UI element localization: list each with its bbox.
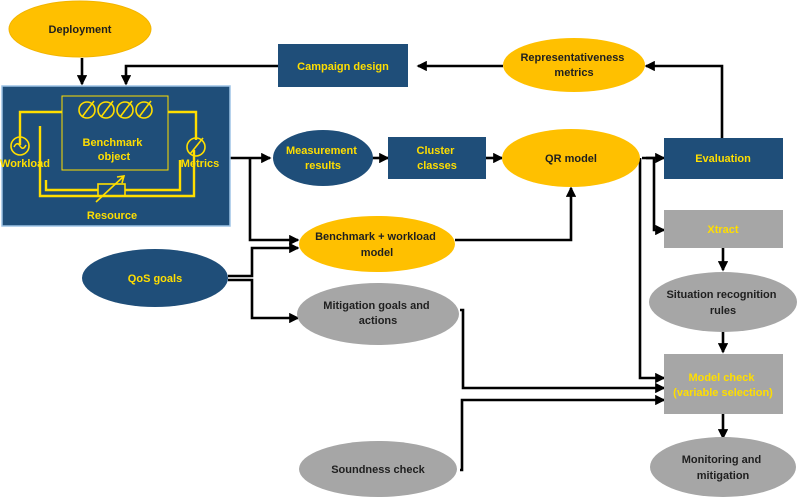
svg-text:Measurement results: Measurement results bbox=[286, 145, 360, 172]
arrow-metrics-to-bwmodel bbox=[248, 158, 300, 246]
metrics-label: Metrics bbox=[181, 158, 220, 170]
measurement-results-node: Measurement results bbox=[273, 130, 373, 186]
svg-text:Campaign design: Campaign design bbox=[297, 61, 389, 73]
model-check-node: Model check (variable selection) bbox=[664, 354, 783, 414]
dial-gauge-icons bbox=[78, 100, 153, 119]
svg-text:Deployment: Deployment bbox=[49, 24, 112, 36]
monitoring-mitigation-node: Monitoring and mitigation bbox=[650, 437, 796, 497]
xtract-node: Xtract bbox=[664, 210, 783, 248]
qos-goals-node: QoS goals bbox=[82, 249, 228, 307]
metrics-gauge-icon bbox=[186, 137, 206, 157]
svg-text:Representativeness metri: Representativeness metrics bbox=[520, 52, 627, 79]
svg-text:Mitigation goals and act: Mitigation goals and actions bbox=[323, 300, 432, 327]
connectors bbox=[76, 58, 729, 472]
svg-text:Xtract: Xtract bbox=[707, 224, 739, 236]
campaign-design-node: Campaign design bbox=[278, 44, 408, 87]
workload-source-icon bbox=[10, 136, 30, 156]
workload-label: Workload bbox=[0, 158, 50, 170]
svg-text:Cluster classes: Cluster classes bbox=[417, 145, 458, 172]
cluster-classes-node: Cluster classes bbox=[388, 137, 486, 179]
svg-text:Benchmark + workload mod: Benchmark + workload model bbox=[315, 231, 439, 259]
deployment-node: Deployment bbox=[8, 0, 152, 58]
svg-text:Monitoring and mitigatio: Monitoring and mitigation bbox=[682, 454, 765, 482]
situation-recognition-node: Situation recognition rules bbox=[649, 272, 797, 332]
arrow-soundness-to-modelcheck bbox=[460, 394, 666, 472]
arrow-mitigation-to-modelcheck bbox=[460, 308, 666, 394]
svg-text:QoS goals: QoS goals bbox=[128, 273, 182, 285]
benchmark-object-box bbox=[61, 95, 169, 171]
arrow-evaluation-to-representativeness bbox=[644, 60, 724, 140]
svg-text:QR model: QR model bbox=[545, 153, 597, 165]
resource-variable-icon bbox=[95, 175, 126, 203]
qr-model-node: QR model bbox=[502, 129, 640, 187]
benchmark-workload-model-node: Benchmark + workload model bbox=[299, 216, 455, 272]
resource-label: Resource bbox=[87, 210, 137, 222]
svg-text:Situation recognition ru: Situation recognition rules bbox=[666, 289, 779, 317]
arrow-bwmodel-to-qr bbox=[455, 186, 577, 242]
soundness-check-node: Soundness check bbox=[299, 441, 457, 497]
mitigation-goals-node: Mitigation goals and actions bbox=[297, 283, 459, 345]
benchmark-panel: Benchmark object Workload Metrics Resour… bbox=[0, 85, 231, 227]
arrow-campaign-to-benchmark bbox=[120, 64, 278, 86]
evaluation-node: Evaluation bbox=[664, 138, 783, 179]
arrow-qos-to-bwmodel bbox=[228, 242, 300, 278]
svg-text:Model check (variable se: Model check (variable selection) bbox=[673, 372, 773, 399]
arrow-qos-to-mitigation bbox=[228, 278, 300, 324]
benchmark-object-label: Benchmark object bbox=[83, 137, 146, 163]
representativeness-metrics-node: Representativeness metrics bbox=[503, 38, 645, 92]
svg-text:Soundness check: Soundness check bbox=[331, 464, 425, 476]
arrow-qr-to-xtract bbox=[646, 156, 666, 236]
svg-text:Evaluation: Evaluation bbox=[695, 153, 751, 165]
arrow-qr-to-modelcheck bbox=[638, 158, 666, 384]
